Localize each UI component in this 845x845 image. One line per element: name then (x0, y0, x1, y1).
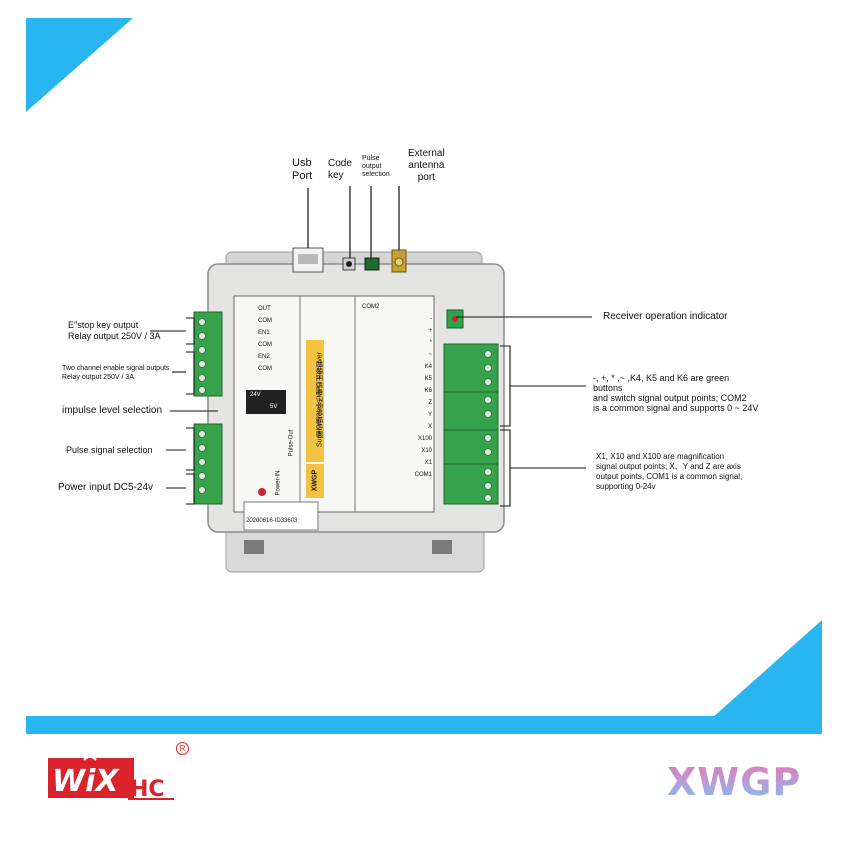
pulse-output-selection-label: Pulse output selection (362, 155, 390, 179)
left-terms-list: OUT COM EN1 COM EN2 COM (258, 306, 298, 378)
left-terminal-blocks (193, 311, 223, 505)
buttons-desc-line: buttons (593, 383, 623, 393)
xwgp-logo-text: XWGP (667, 760, 802, 804)
magnification-desc-line: output points, COM1 is a common signal, (596, 472, 743, 481)
magnification-desc-line: X1, X10 and X100 are magnification (596, 452, 725, 461)
estop-label-line: Relay output 250V / 3A (68, 331, 161, 341)
external-antenna-label: External antenna port (408, 148, 445, 184)
magnification-desc-line: signal output points; X、Y and Z are axis (596, 462, 741, 471)
right-terminal-blocks (443, 343, 499, 505)
usb-port-label-line: Usb (292, 157, 312, 169)
wixhc-logo: WiX HC (48, 750, 174, 802)
usb-port-label: Usb Port (292, 157, 312, 183)
right-term: - (430, 316, 432, 322)
enable-label-line: Relay output 250V / 3A (62, 374, 134, 381)
impulse-level-label: impulse level selection (62, 405, 163, 416)
enable-label-line: Two channel enable signal outputs (62, 365, 170, 372)
serial-number: 20200616-ID33603 (246, 518, 298, 524)
antenna-label-line: port (417, 172, 435, 183)
right-term: + (428, 328, 432, 334)
code-key-label: Code key (328, 158, 352, 182)
magnification-description: X1, X10 and X100 are magnification signa… (596, 452, 742, 492)
mid-term-pulse-out: Pulse-Out (288, 429, 295, 457)
blue-divider-bar (26, 716, 822, 734)
svg-text:WiX: WiX (52, 764, 120, 799)
pulse-sel-label-line: output (362, 163, 382, 170)
registered-mark: R (176, 742, 189, 755)
pulse-sel-label-line: Pulse (362, 155, 380, 162)
power-led (258, 488, 266, 496)
right-term: X (427, 424, 432, 430)
left-term: EN1 (258, 330, 270, 336)
pulse-signal-label: Pulse signal selection (66, 445, 153, 455)
buttons-desc-line: is a common signal and supports 0 ~ 24V (593, 403, 759, 413)
bottom-right-triangle-decoration (712, 620, 822, 718)
mid-term-5v: 5V (270, 404, 278, 410)
serial-sticker (243, 501, 319, 531)
antenna-label-line: antenna (408, 160, 445, 171)
right-terms-list: COM2 - + * ~ K4 K5 K6 Z Y X X100 X10 X1 … (362, 304, 432, 484)
pulse-sel-label-line: selection (362, 171, 390, 178)
pulse-output-selector (364, 257, 380, 271)
right-term: Y (427, 412, 432, 418)
title-strip (306, 340, 324, 462)
left-term: OUT (258, 306, 271, 312)
left-term: COM (258, 366, 272, 372)
impulse-jumper-block (246, 390, 286, 414)
left-callout-lines (150, 317, 218, 505)
right-term: X10 (421, 448, 432, 454)
right-term: COM2 (362, 304, 380, 310)
model-strip (306, 464, 324, 498)
xwgp-logo: XWGP (667, 760, 801, 804)
buttons-desc-line: and switch signal output points; COM2 (593, 393, 747, 403)
usb-port-label-line: Port (292, 170, 313, 182)
estop-label-line: E″stop key output (68, 320, 139, 330)
right-term: K5 (424, 376, 432, 382)
left-term: COM (258, 318, 272, 324)
right-term: K4 (424, 364, 432, 370)
svg-text:HC: HC (130, 777, 165, 802)
enable-signal-label: Two channel enable signal outputs Relay … (62, 364, 169, 382)
right-callout-lines (456, 316, 592, 507)
code-key-label-line: Code (328, 158, 352, 169)
receiver-indicator-label: Receiver operation indicator (603, 311, 728, 322)
top-left-triangle-decoration (26, 18, 133, 112)
power-input-label: Power input DC5-24v (58, 482, 154, 493)
right-term: Z (428, 400, 432, 406)
magnification-desc-line: supporting 0-24v (596, 482, 656, 491)
right-term: ~ (428, 352, 432, 358)
right-term: X1 (424, 460, 432, 466)
estop-output-label: E″stop key output Relay output 250V / 3A (68, 320, 161, 342)
code-key-label-line: key (328, 170, 344, 181)
buttons-desc-line: -, +, * ,~ ,K4, K5 and K6 are green (593, 373, 730, 383)
mid-term-24v: 24V (250, 392, 261, 398)
buttons-description: -, +, * ,~ ,K4, K5 and K6 are green butt… (593, 373, 758, 413)
left-term: EN2 (258, 354, 270, 360)
right-term: COM1 (414, 472, 432, 478)
top-callout-lines (307, 186, 400, 258)
mid-term-power-in: Power-IN (275, 470, 282, 496)
right-term: K6 (424, 388, 432, 394)
panel-model: XWGP (311, 469, 319, 492)
panel-title: Super Wireless MPG Receiver (316, 352, 324, 447)
left-term: COM (258, 342, 272, 348)
right-term: * (429, 340, 432, 346)
antenna-label-line: External (408, 148, 445, 159)
right-term: X100 (417, 436, 432, 442)
device-diagram (150, 186, 592, 573)
